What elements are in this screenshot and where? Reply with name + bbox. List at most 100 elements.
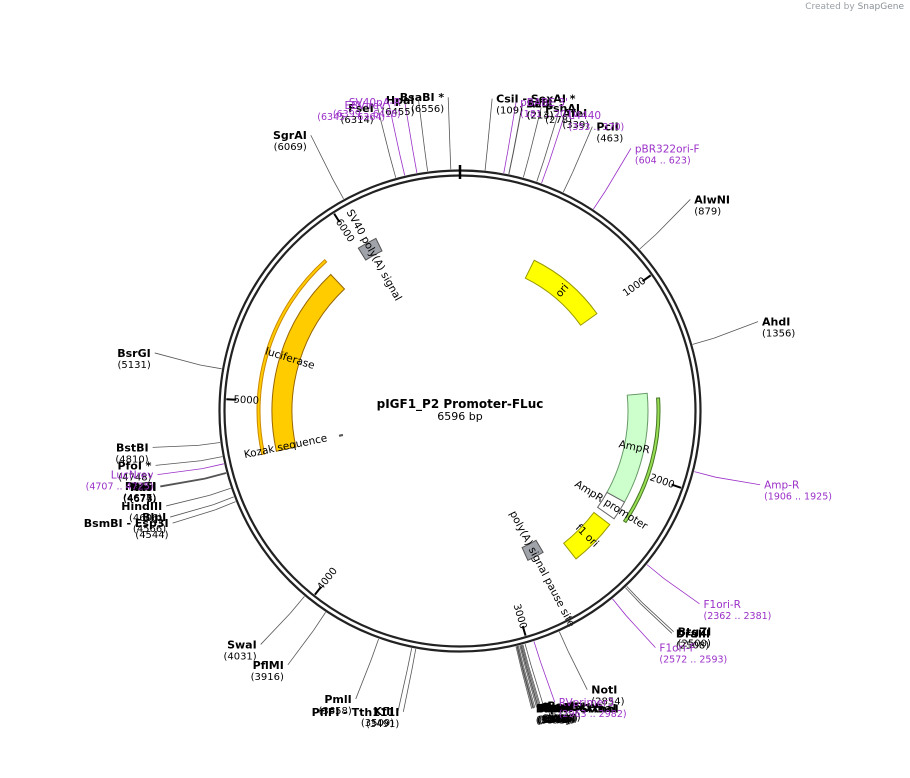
enz-position: (4673) bbox=[123, 494, 156, 505]
enz-leader bbox=[397, 669, 408, 711]
enz-leader bbox=[402, 670, 413, 712]
enz-leader bbox=[213, 496, 234, 506]
prim-leader bbox=[157, 468, 203, 476]
tick-label: 1000 bbox=[621, 276, 648, 300]
enz-leader bbox=[155, 460, 201, 466]
enz-name: SwaI bbox=[227, 638, 257, 651]
enz-position: (3026) bbox=[543, 714, 576, 725]
enz-leader bbox=[530, 665, 544, 706]
enz-leader bbox=[198, 442, 221, 446]
tick-mark bbox=[641, 274, 652, 282]
enz-leader bbox=[389, 156, 397, 178]
prim-position: (353 .. 370) bbox=[569, 122, 625, 133]
enz-leader bbox=[543, 112, 559, 161]
enz-leader bbox=[519, 645, 526, 667]
enz-leader bbox=[484, 148, 488, 171]
enz-label: KflI(3509) bbox=[361, 705, 394, 729]
enz-leader bbox=[523, 667, 536, 708]
feature-sv40-polya bbox=[357, 237, 383, 261]
enz-leader bbox=[449, 147, 452, 170]
enz-leader bbox=[516, 646, 523, 668]
enz-label: AfeI(339) bbox=[562, 107, 589, 131]
enz-leader bbox=[528, 107, 542, 157]
feature-label-sv40-polya: SV40 poly(A) signal bbox=[344, 208, 404, 304]
prim-name: pBABE 3' bbox=[520, 97, 568, 109]
enz-label: PciI(463) bbox=[596, 121, 623, 145]
enz-label: BtgZI(2500) bbox=[678, 626, 712, 650]
prim-label: pBR322ori-F(604 .. 623) bbox=[635, 143, 700, 166]
enz-leader bbox=[166, 494, 210, 507]
enz-leader bbox=[418, 99, 426, 150]
prim-leader bbox=[404, 101, 414, 152]
enz-label: SmaI - SrfI(3049) bbox=[537, 702, 602, 726]
enz-leader bbox=[655, 199, 691, 235]
feature-kozak bbox=[338, 433, 344, 437]
enz-position: (6455) bbox=[381, 107, 414, 118]
enz-leader bbox=[626, 586, 643, 603]
enz-leader bbox=[524, 643, 532, 666]
enz-name: HpaI bbox=[386, 94, 415, 107]
prim-leader bbox=[540, 662, 556, 703]
enz-position: (3022) bbox=[545, 713, 578, 724]
prim-leader bbox=[612, 598, 627, 617]
prim-label: SV40pA-R(6399 .. 6418) bbox=[333, 97, 401, 120]
enz-label: PluTI(4677) bbox=[123, 480, 156, 504]
enz-leader bbox=[204, 472, 227, 479]
enz-name: AfeI bbox=[562, 107, 587, 120]
plasmid-size: 6596 bp bbox=[437, 410, 482, 423]
enz-leader bbox=[160, 478, 206, 488]
enz-leader bbox=[406, 648, 413, 670]
enz-label: SalI(213) bbox=[526, 97, 553, 121]
enz-label: SacI(3032) bbox=[542, 701, 575, 725]
enz-position: (3036) bbox=[541, 714, 574, 725]
prim-name: LucNrev bbox=[111, 470, 154, 482]
prim-position: (6399 .. 6418) bbox=[333, 109, 401, 120]
enz-leader bbox=[536, 160, 545, 182]
enz-leader bbox=[527, 666, 540, 707]
enz-leader bbox=[377, 108, 391, 157]
enz-position: (213) bbox=[526, 110, 553, 121]
enz-name: Acc65I bbox=[545, 700, 586, 713]
prim-label: LucNrev(4707 .. 4725) bbox=[86, 470, 154, 493]
prim-position: (181 .. 201) bbox=[520, 109, 576, 120]
enz-label: HpaI(6455) bbox=[381, 94, 414, 118]
enz-leader bbox=[639, 233, 657, 250]
enz-position: (4810) bbox=[115, 454, 148, 465]
enz-position: (339) bbox=[562, 120, 589, 131]
enz-leader bbox=[520, 645, 527, 667]
enz-label: AhdI(1356) bbox=[762, 316, 795, 340]
enz-label: PfoI *(4748) bbox=[117, 459, 151, 483]
tick-mark bbox=[521, 625, 527, 636]
enz-leader bbox=[522, 156, 530, 178]
enz-leader bbox=[204, 473, 227, 480]
prim-leader bbox=[646, 564, 665, 579]
enz-name: KasI bbox=[130, 481, 157, 494]
prim-position: (2963 .. 2982) bbox=[559, 709, 627, 720]
enz-leader bbox=[521, 667, 534, 709]
enz-position: (1356) bbox=[762, 329, 795, 340]
enz-leader bbox=[625, 587, 641, 604]
enz-leader bbox=[411, 648, 417, 671]
enz-leader bbox=[526, 666, 539, 708]
enz-position: (2508) bbox=[676, 640, 709, 651]
feature-luciferase-outer bbox=[256, 258, 328, 456]
enz-position: (214) bbox=[527, 110, 554, 121]
enz-name: KflI bbox=[373, 705, 394, 718]
enz-label: AccI(214) bbox=[527, 97, 554, 121]
enz-position: (3053) bbox=[536, 716, 569, 727]
enz-leader bbox=[528, 665, 541, 707]
feature-luciferase bbox=[271, 273, 346, 452]
enz-name: PluTI bbox=[125, 480, 156, 493]
enz-leader bbox=[641, 602, 674, 632]
enz-position: (3042) bbox=[539, 715, 572, 726]
enz-position: (4748) bbox=[118, 472, 151, 483]
enz-position: (3046) bbox=[538, 715, 571, 726]
prim-position: (604 .. 623) bbox=[635, 155, 691, 166]
enz-label: NheI(3042) bbox=[539, 702, 572, 726]
enz-leader bbox=[199, 364, 222, 370]
enz-position: (4544) bbox=[135, 530, 168, 541]
enz-label: PmlI(3658) bbox=[318, 693, 351, 717]
prim-leader bbox=[548, 115, 565, 163]
prim-label: pBABE 3'(181 .. 201) bbox=[520, 97, 576, 120]
plasmid-backbone bbox=[218, 165, 702, 653]
